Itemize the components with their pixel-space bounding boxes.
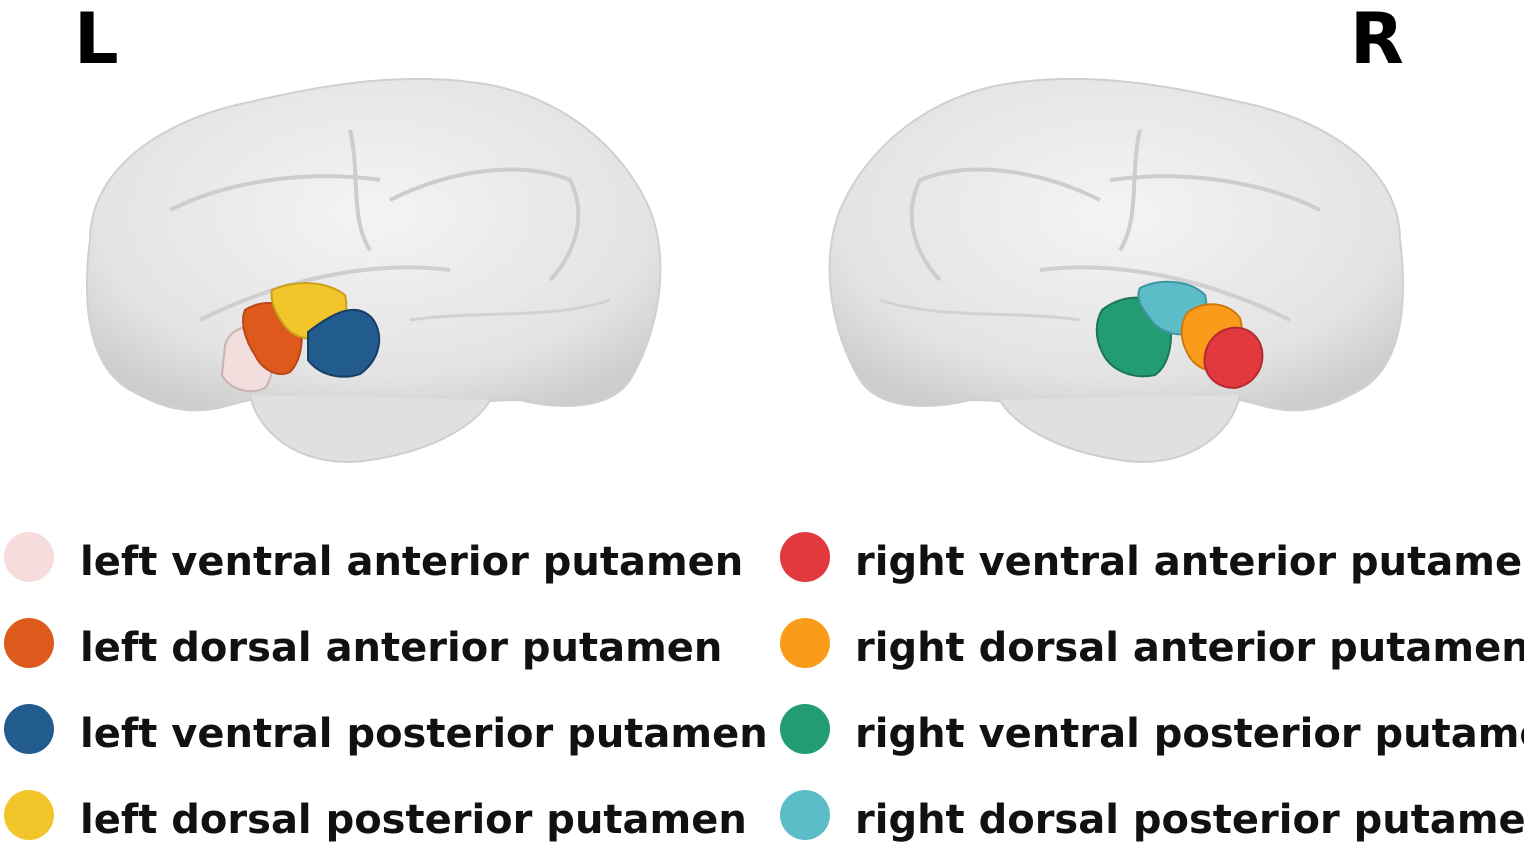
legend-item: right dorsal posterior putamen [776, 784, 1524, 864]
legend-label: right dorsal anterior putamen [855, 625, 1524, 671]
legend-item: right ventral posterior putamen [776, 698, 1524, 778]
right-sulcus-2 [1118, 129, 1142, 252]
right-hemisphere-brain [828, 77, 1405, 463]
left-hemisphere-label: L [74, 0, 119, 80]
legend-item: left ventral posterior putamen [0, 698, 768, 778]
right-hemisphere-label: R [1350, 0, 1404, 80]
legend-label: left dorsal anterior putamen [80, 625, 723, 671]
legend-label: right ventral anterior putamen [855, 539, 1524, 585]
left-sulcus-5 [409, 298, 611, 322]
legend-swatch-left-dorsal-posterior [4, 790, 54, 840]
legend-item: right ventral anterior putamen [776, 526, 1524, 606]
left-sulcus-2 [348, 129, 372, 252]
left-temporal-lobe [249, 394, 491, 463]
legend-swatch-left-dorsal-anterior [4, 618, 54, 668]
legend-label: left dorsal posterior putamen [80, 797, 747, 843]
left-sulcus-3 [389, 167, 581, 282]
legend-swatch-right-dorsal-anterior [780, 618, 830, 668]
left-sulcus-4 [199, 265, 451, 322]
legend-swatch-right-ventral-posterior [780, 704, 830, 754]
left-cortex-surface [85, 77, 662, 416]
legend-label: right ventral posterior putamen [855, 711, 1524, 757]
legend-label: left ventral anterior putamen [80, 539, 744, 585]
legend-item: left ventral anterior putamen [0, 526, 750, 606]
right-cortex-surface [828, 77, 1405, 416]
legend-label: left ventral posterior putamen [80, 711, 768, 757]
right-sulcus-5 [879, 298, 1081, 322]
legend-item: left dorsal anterior putamen [0, 612, 750, 692]
right-sulcus-3 [909, 167, 1101, 282]
legend-swatch-right-ventral-anterior [780, 532, 830, 582]
left-hemisphere-brain [85, 77, 662, 463]
legend-item: left dorsal posterior putamen [0, 784, 750, 864]
legend-swatch-right-dorsal-posterior [780, 790, 830, 840]
right-sulcus-4 [1039, 265, 1291, 322]
legend-label: right dorsal posterior putamen [855, 797, 1524, 843]
right-ventral-anterior-putamen-region [1203, 326, 1264, 390]
right-temporal-lobe [999, 394, 1241, 463]
legend-swatch-left-ventral-anterior [4, 532, 54, 582]
legend-item: right dorsal anterior putamen [776, 612, 1524, 692]
left-ventral-posterior-putamen-region [307, 308, 381, 378]
legend-swatch-left-ventral-posterior [4, 704, 54, 754]
